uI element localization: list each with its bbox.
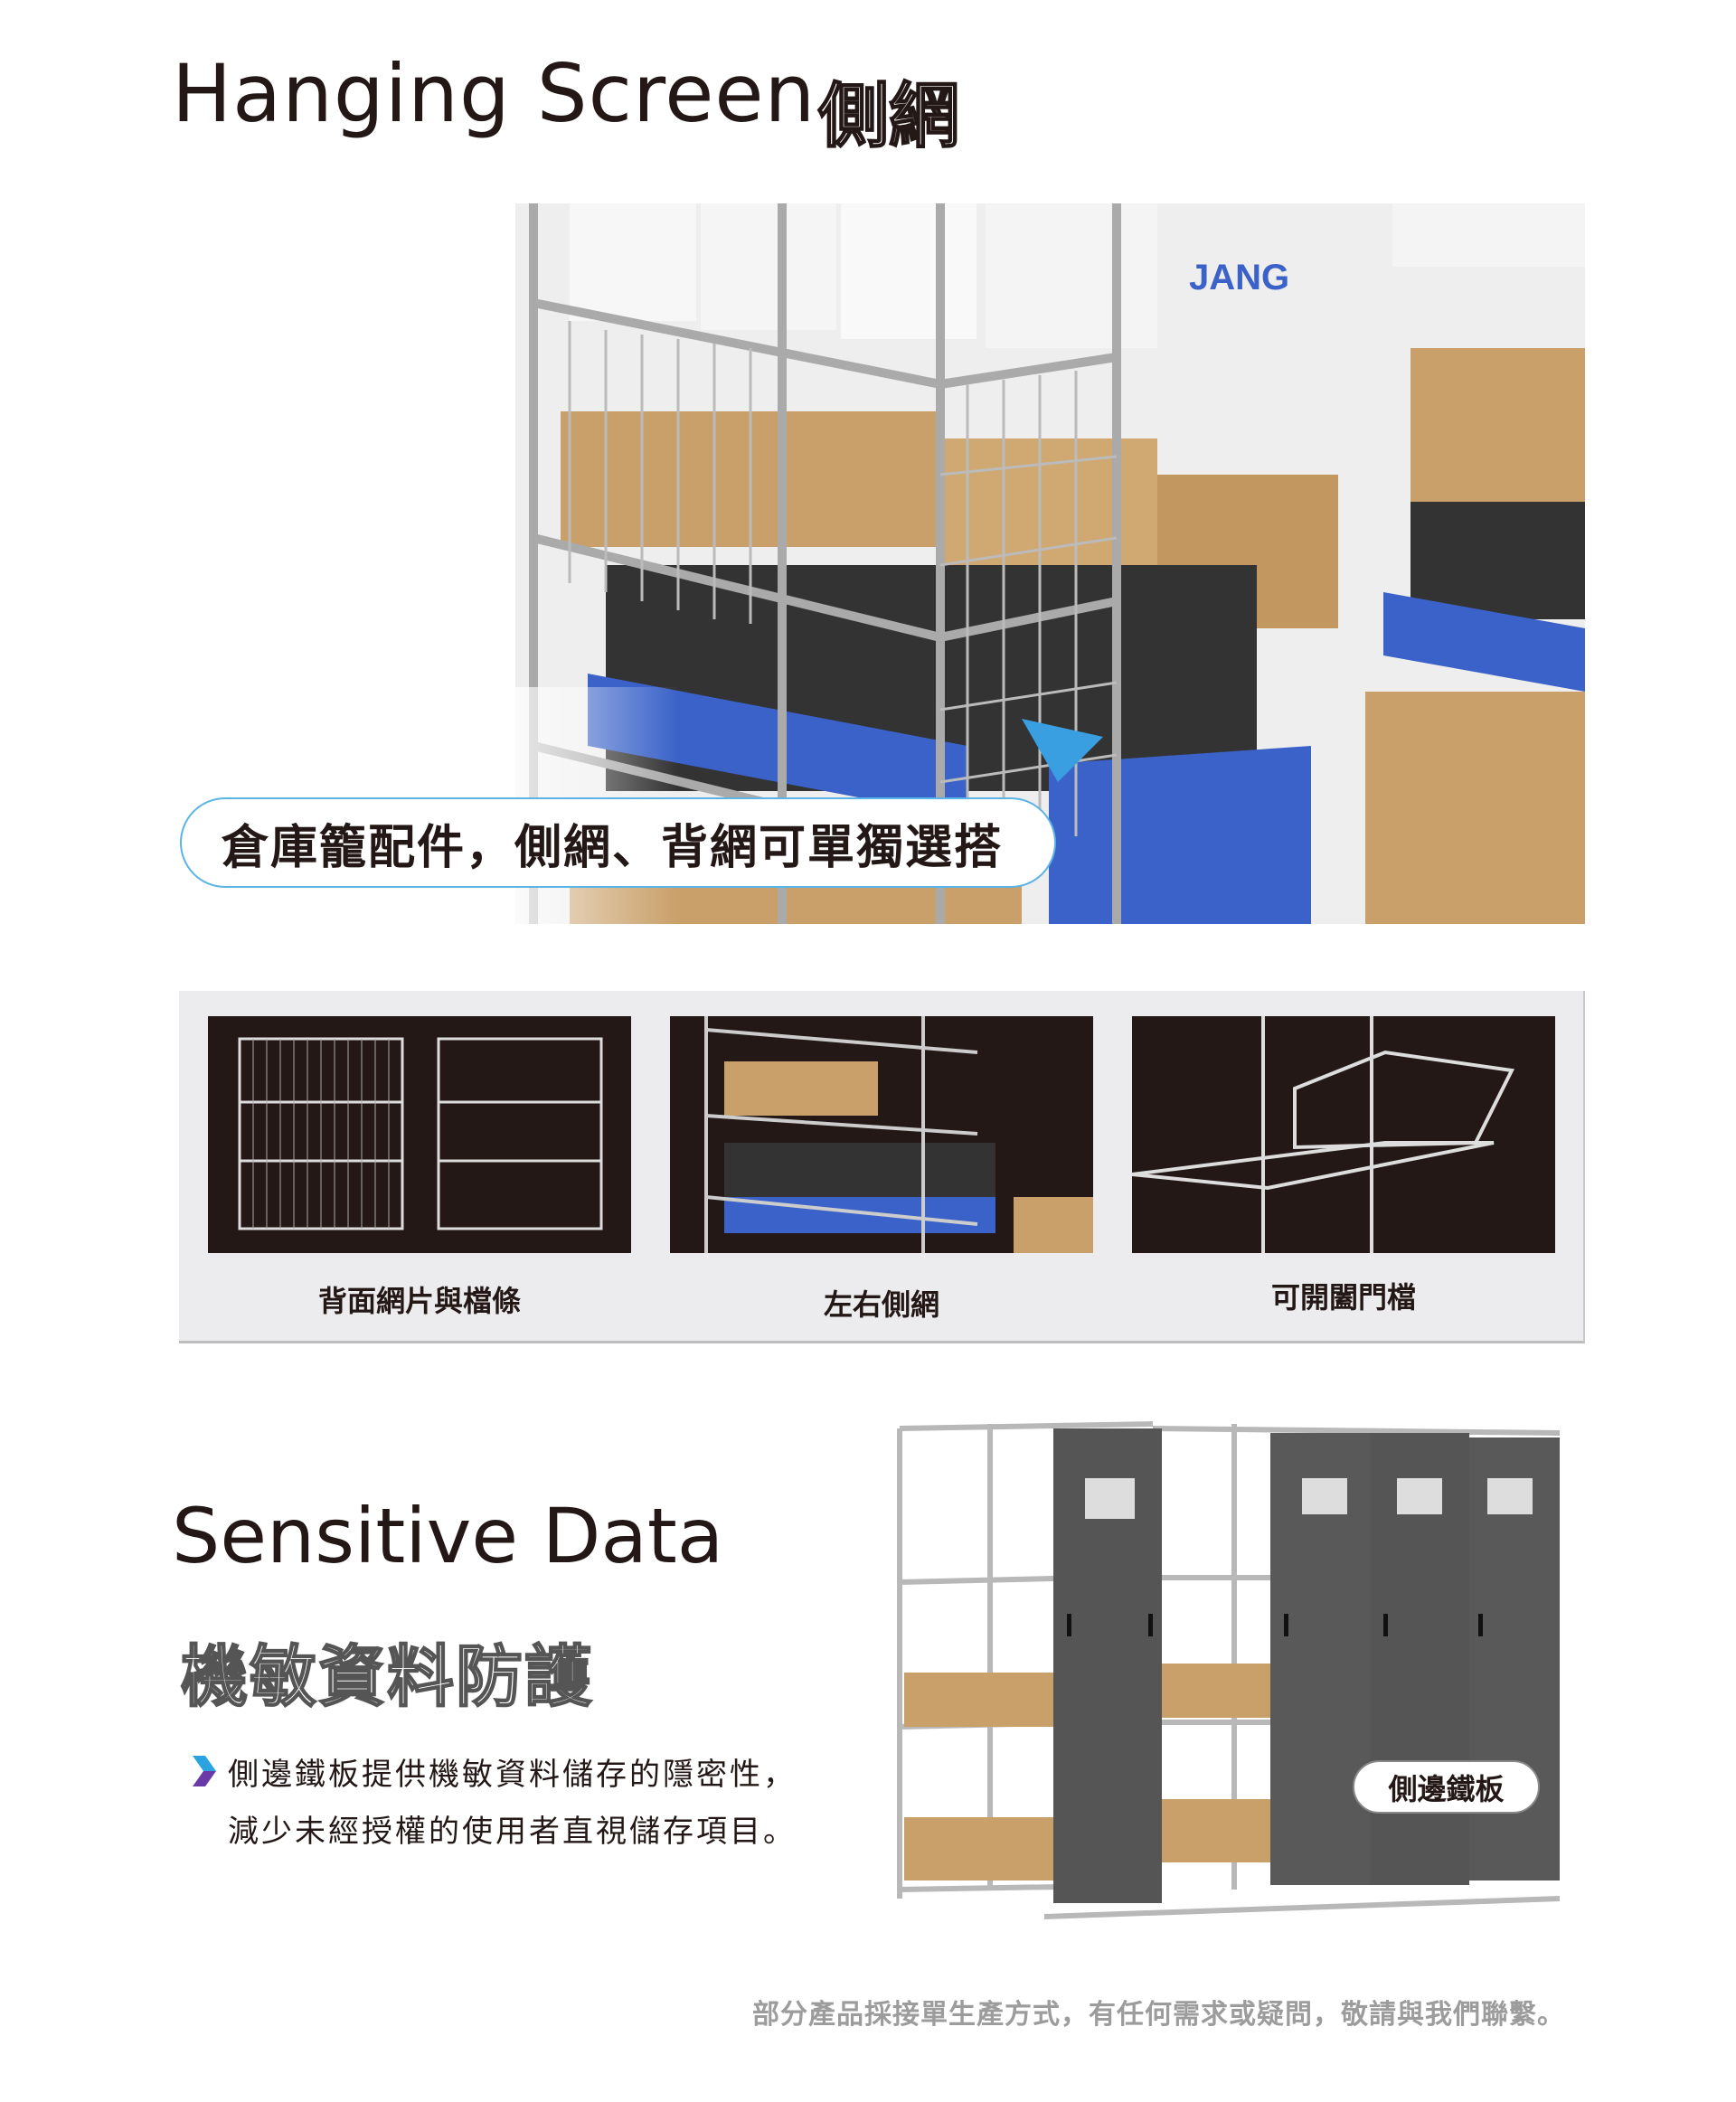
thumb-opening-door [1132,1016,1555,1253]
label-back-mesh: 背面網片與檔條 [317,1285,521,1317]
thumb-back-mesh [208,1016,631,1253]
sensitive-description-line2: 減少未經授權的使用者直視儲存項目。 [228,1815,797,1849]
side-panel-callout: 側邊鐵板 [1353,1760,1540,1814]
thumb-side-mesh [670,1016,1093,1253]
section-title-hanging-screen: Hanging Screen [172,47,816,140]
chevron-bullet-icon [193,1756,216,1791]
section-title-zh: 側網 [817,75,960,156]
accessories-panel: 背面網片與檔條 左右側網 可開闔門檔 [179,991,1585,1343]
section-title-sensitive-data: Sensitive Data [172,1492,724,1580]
section-title-sensitive-zh: 機敏資料防護 [180,1638,593,1715]
mobile-shelving-illustration [891,1410,1578,1953]
label-side-mesh: 左右側網 [823,1288,939,1321]
brand-text: JANG [1189,258,1289,297]
hero-callout: 倉庫籠配件，側網、背網可單獨選搭 [180,797,1056,888]
hero-shelving-photo: JANG [515,203,1585,924]
label-opening-door: 可開闔門檔 [1270,1281,1416,1314]
sensitive-description-line1: 側邊鐵板提供機敏資料儲存的隱密性， [228,1758,797,1792]
footer-note: 部分產品採接單生產方式，有任何需求或疑問，敬請與我們聯繫。 [752,2000,1565,2030]
